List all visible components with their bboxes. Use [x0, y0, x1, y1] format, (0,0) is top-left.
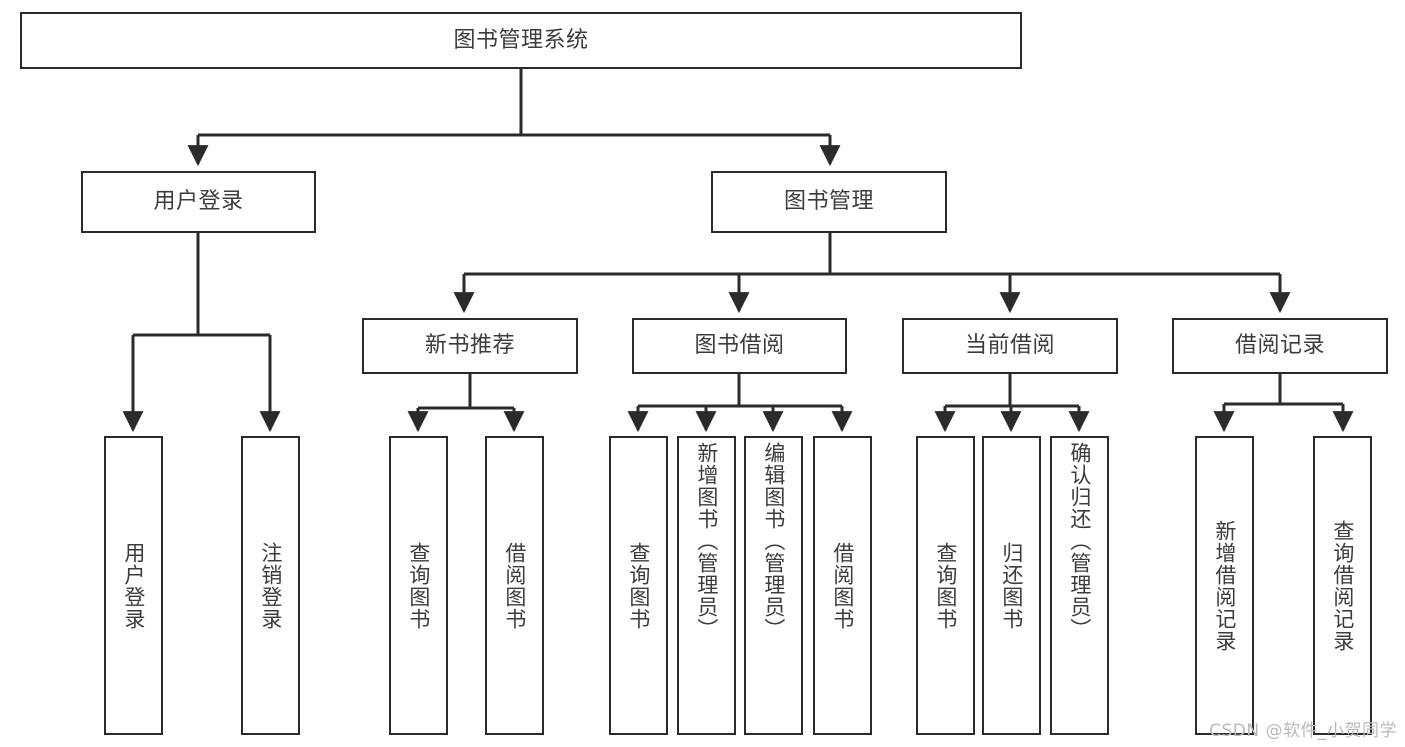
leaf-borrow-borrow-book[interactable]: 借阅图书 [813, 436, 872, 735]
node-book-borrow[interactable]: 图书借阅 [632, 318, 847, 374]
node-label: 当前借阅 [964, 333, 1055, 359]
node-borrow-record[interactable]: 借阅记录 [1172, 318, 1388, 374]
node-label: 新增图书（管理员） [694, 442, 719, 640]
node-label: 归还图书 [999, 541, 1024, 630]
leaf-recommend-borrow-book[interactable]: 借阅图书 [485, 436, 544, 735]
node-label: 用户登录 [153, 189, 244, 215]
node-label: 借阅图书 [830, 541, 855, 630]
node-current-borrow[interactable]: 当前借阅 [902, 318, 1118, 374]
leaf-borrow-edit-book-admin[interactable]: 编辑图书（管理员） [744, 436, 803, 735]
leaf-current-confirm-return-admin[interactable]: 确认归还（管理员） [1050, 436, 1109, 735]
node-label: 图书借阅 [694, 333, 785, 359]
node-label: 查询图书 [626, 541, 651, 630]
node-label: 注销登录 [258, 541, 283, 630]
node-label: 用户登录 [121, 541, 146, 630]
node-label: 确认归还（管理员） [1067, 442, 1092, 640]
node-label: 新增借阅记录 [1212, 519, 1237, 652]
node-user-login[interactable]: 用户登录 [81, 171, 316, 233]
leaf-current-return-book[interactable]: 归还图书 [982, 436, 1041, 735]
leaf-recommend-query-book[interactable]: 查询图书 [389, 436, 448, 735]
node-root-system[interactable]: 图书管理系统 [20, 12, 1022, 69]
node-label: 图书管理系统 [453, 27, 589, 53]
watermark-text: CSDN @软件_小贺同学 [1209, 721, 1397, 741]
leaf-user-login-login[interactable]: 用户登录 [104, 436, 163, 735]
node-new-book-recommend[interactable]: 新书推荐 [362, 318, 578, 374]
leaf-user-login-logout[interactable]: 注销登录 [241, 436, 300, 735]
node-label: 查询借阅记录 [1330, 519, 1355, 652]
node-label: 图书管理 [783, 189, 874, 215]
leaf-record-query-record[interactable]: 查询借阅记录 [1313, 436, 1372, 735]
leaf-record-add-record[interactable]: 新增借阅记录 [1195, 436, 1254, 735]
leaf-current-query-book[interactable]: 查询图书 [916, 436, 975, 735]
node-label: 借阅图书 [502, 541, 527, 630]
leaf-borrow-add-book-admin[interactable]: 新增图书（管理员） [677, 436, 736, 735]
node-label: 新书推荐 [424, 333, 515, 359]
node-label: 查询图书 [406, 541, 431, 630]
node-book-management[interactable]: 图书管理 [711, 171, 947, 233]
node-label: 查询图书 [933, 541, 958, 630]
node-label: 借阅记录 [1234, 333, 1325, 359]
node-label: 编辑图书（管理员） [761, 442, 786, 640]
leaf-borrow-query-book[interactable]: 查询图书 [609, 436, 668, 735]
